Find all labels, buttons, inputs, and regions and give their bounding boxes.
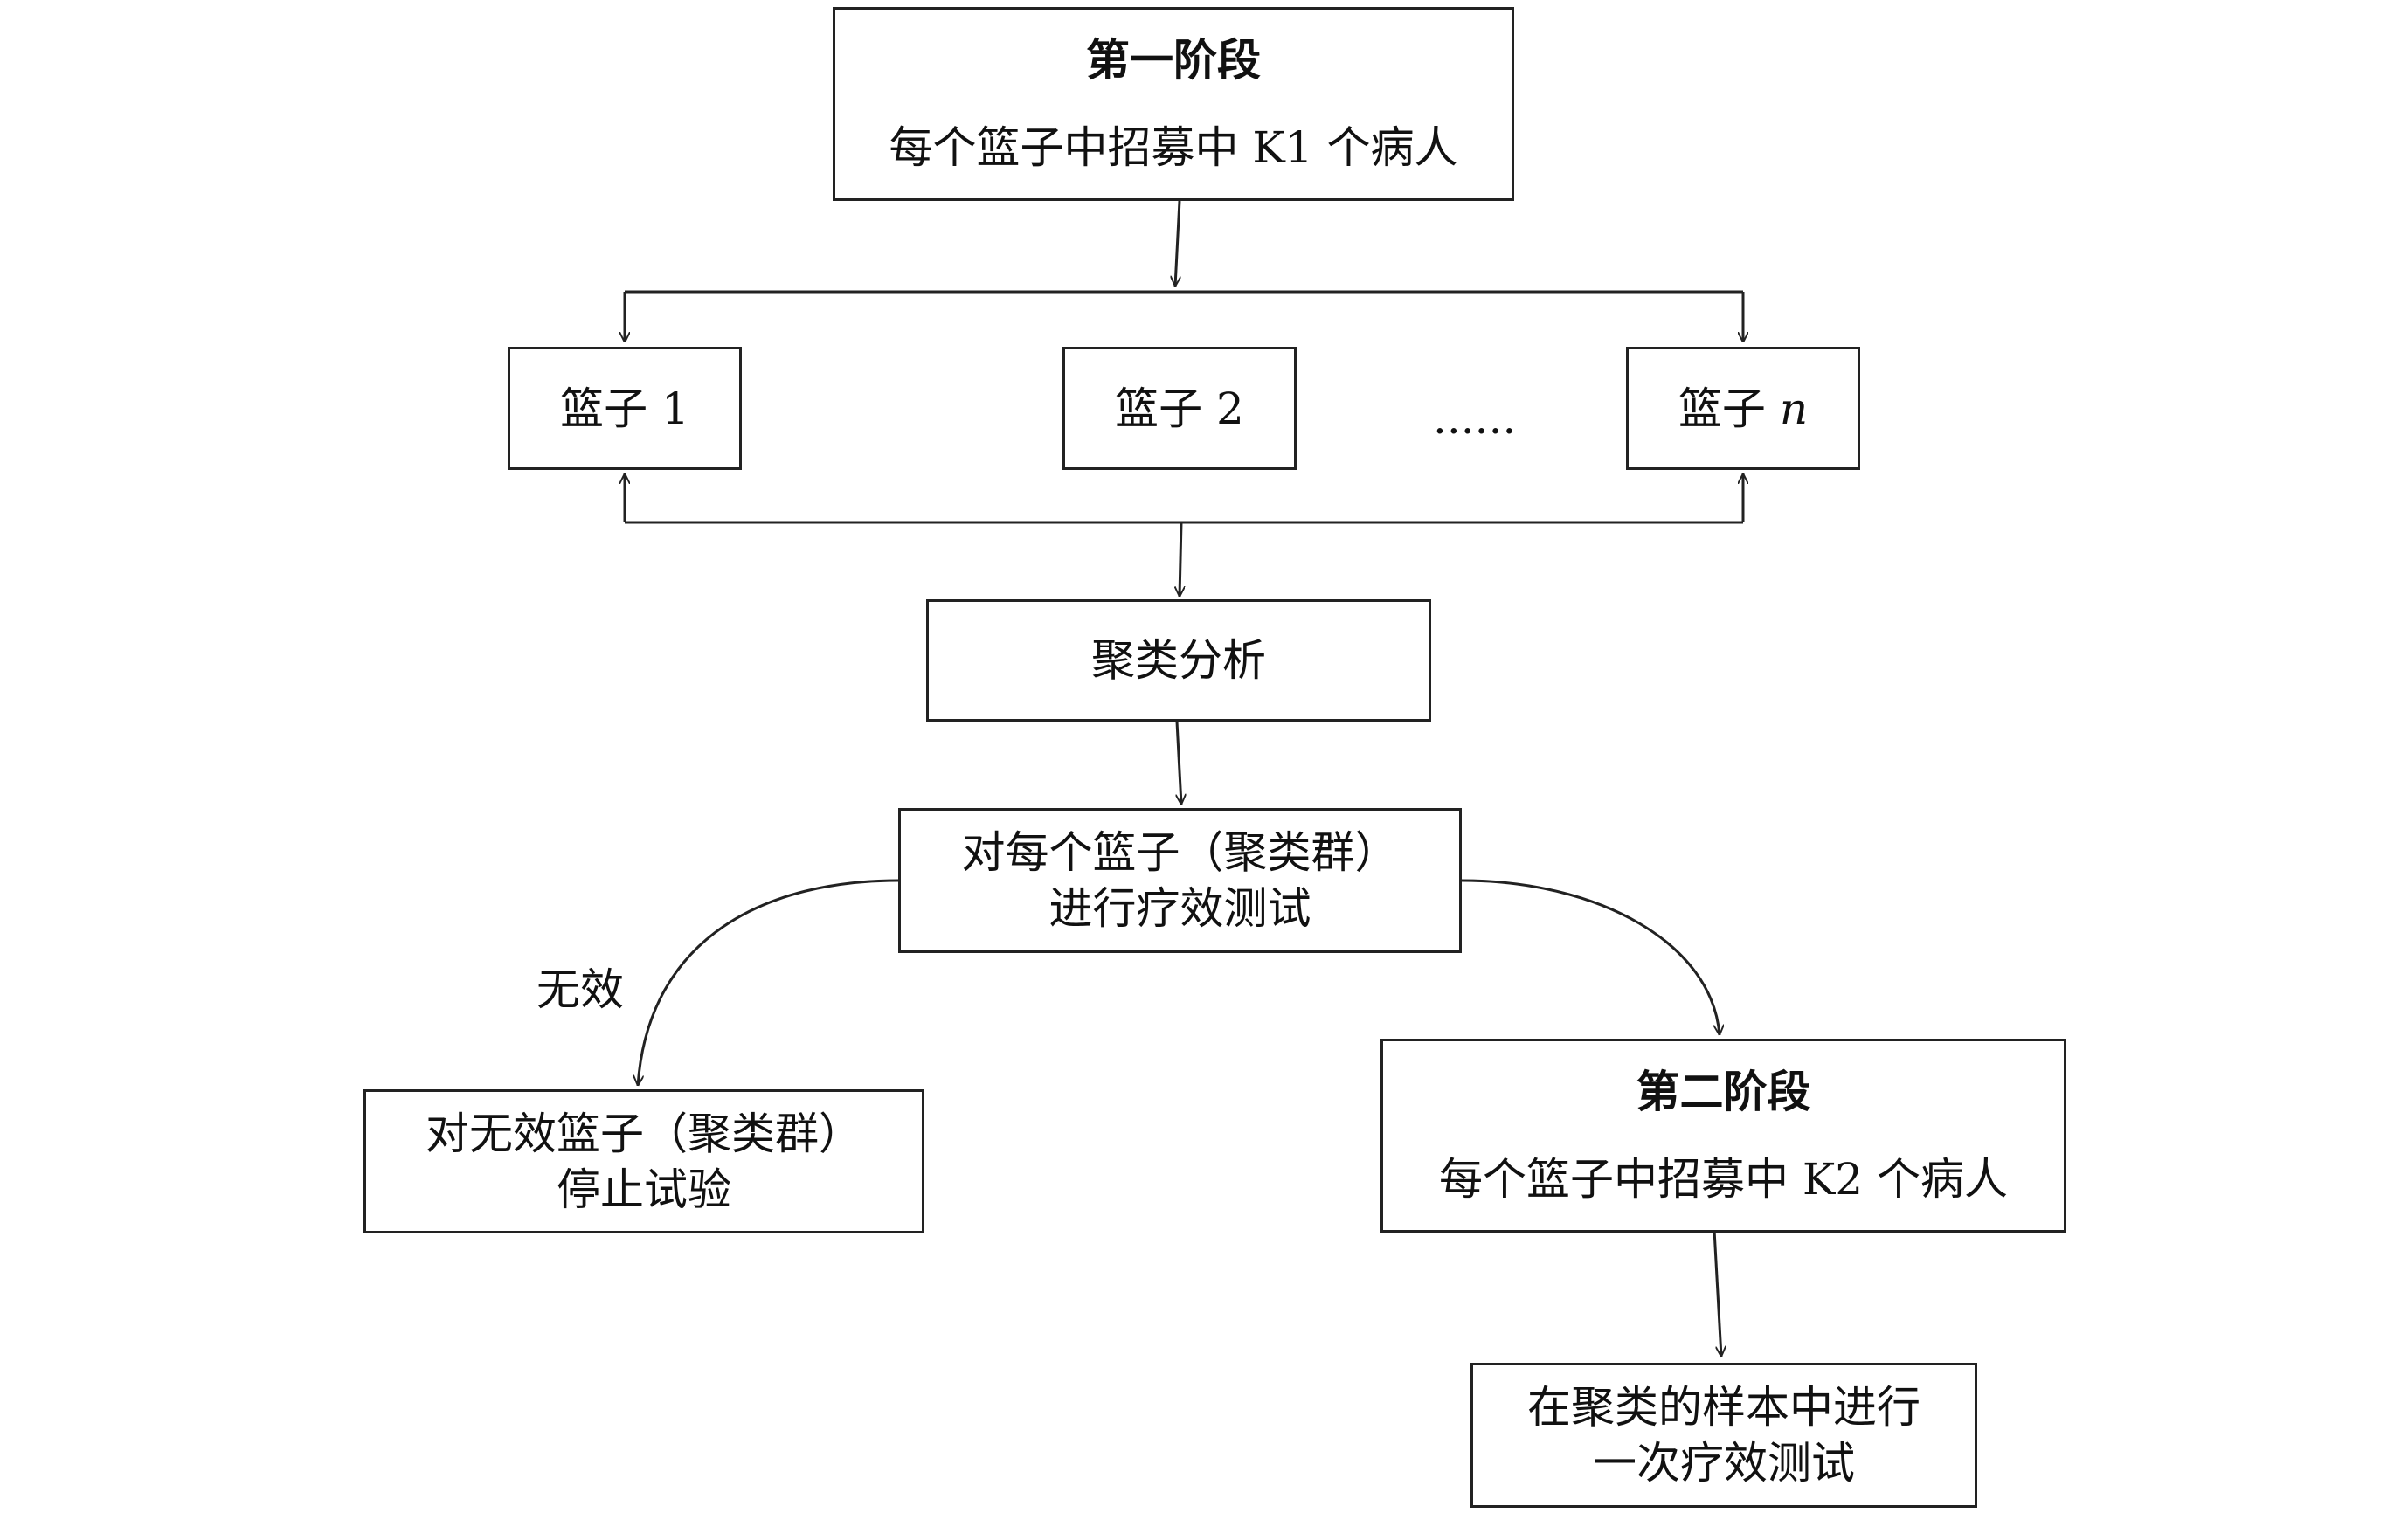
invalid-label: 无效 xyxy=(536,964,624,1015)
basket-n-number: n xyxy=(1779,383,1809,434)
basket-1-number: 1 xyxy=(661,383,689,434)
basket-2-box: 篮子 2 xyxy=(1062,347,1297,470)
final-test-box: 在聚类的样本中进行 一次疗效测试 xyxy=(1470,1363,1977,1508)
efficacy-test-line1: 对每个篮子（聚类群） xyxy=(961,827,1399,878)
basket-1-prefix: 篮子 xyxy=(560,383,648,434)
basket-1-box: 篮子 1 xyxy=(508,347,742,470)
basket-ellipsis: ...... xyxy=(1433,393,1517,444)
stage1-title: 第一阶段 xyxy=(1086,34,1261,86)
basket-n-prefix: 篮子 xyxy=(1678,383,1766,434)
final-test-line2: 一次疗效测试 xyxy=(1593,1438,1855,1489)
basket-2-prefix: 篮子 xyxy=(1115,383,1203,434)
basket-n-box: 篮子 n xyxy=(1626,347,1860,470)
final-test-line1: 在聚类的样本中进行 xyxy=(1527,1382,1920,1433)
arrow-bus-to-cluster xyxy=(1180,522,1181,597)
cluster-analysis-text: 聚类分析 xyxy=(1091,635,1266,686)
stage2-title: 第二阶段 xyxy=(1636,1066,1811,1117)
arrow-stage2-to-final xyxy=(1713,1229,1721,1357)
stage1-box: 第一阶段 每个篮子中招募中 K1 个病人 xyxy=(833,7,1514,201)
stop-trial-box: 对无效篮子（聚类群） 停止试验 xyxy=(363,1089,924,1233)
stop-trial-line1: 对无效篮子（聚类群） xyxy=(426,1108,862,1159)
basket-2-number: 2 xyxy=(1216,383,1244,434)
arrow-stage1-to-bus xyxy=(1175,200,1180,287)
stage1-text: 每个篮子中招募中 K1 个病人 xyxy=(889,122,1458,173)
stage2-text: 每个篮子中招募中 K2 个病人 xyxy=(1439,1154,2008,1205)
efficacy-test-box: 对每个篮子（聚类群） 进行疗效测试 xyxy=(898,808,1462,953)
efficacy-test-line2: 进行疗效测试 xyxy=(1048,883,1311,934)
arrow-test-to-stop xyxy=(638,879,899,1086)
stop-trial-line2: 停止试验 xyxy=(557,1164,731,1215)
stage2-box: 第二阶段 每个篮子中招募中 K2 个病人 xyxy=(1380,1039,2066,1233)
arrow-cluster-to-test xyxy=(1177,721,1181,805)
cluster-analysis-box: 聚类分析 xyxy=(926,599,1431,722)
arrow-test-to-stage2 xyxy=(1461,879,1720,1035)
